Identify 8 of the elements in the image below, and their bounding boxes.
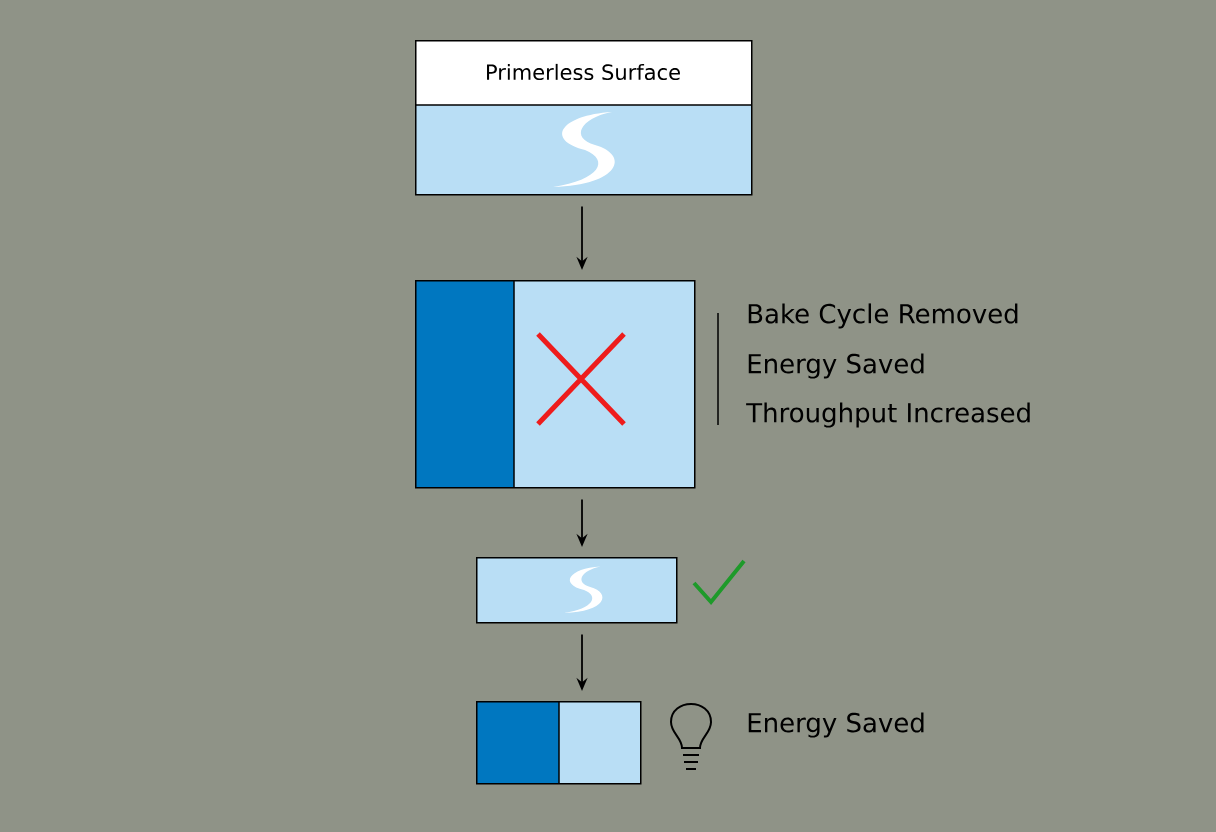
removed-step-box <box>415 279 696 489</box>
surface-box: Primerless Surface <box>414 40 753 196</box>
label-text: Energy Saved <box>748 712 924 738</box>
surface-panel <box>476 557 678 624</box>
label-text: Bake Cycle Removed <box>748 303 1018 329</box>
label-text: Energy Saved <box>748 353 924 379</box>
panel-box <box>476 700 642 785</box>
label-text: Throughput Increased <box>746 402 1030 428</box>
